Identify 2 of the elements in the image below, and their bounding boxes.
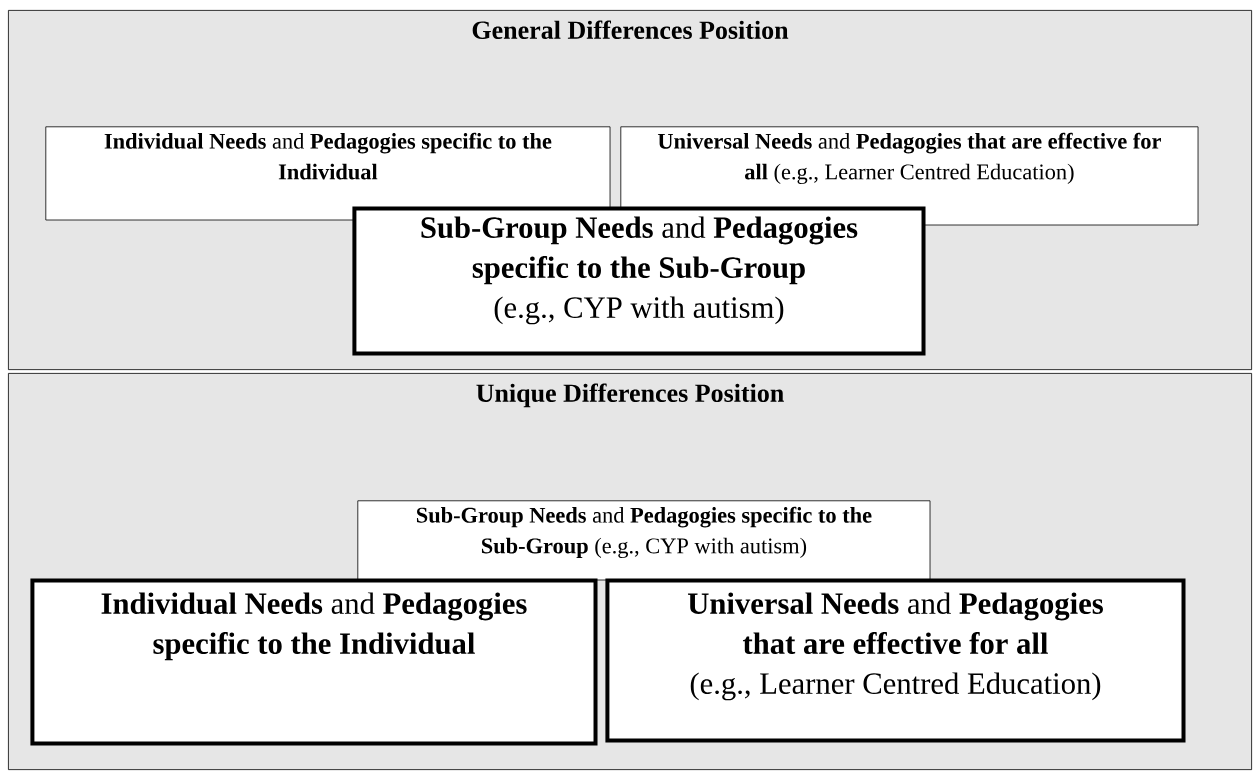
text-box: Sub-Group Needs and Pedagogies specific to the Sub-Group (e.g., CYP with autism)	[357, 500, 931, 581]
emphasis-box: Sub-Group Needs and Pedagogies specific to the Sub-Group (e.g., CYP with autism)	[352, 206, 926, 356]
